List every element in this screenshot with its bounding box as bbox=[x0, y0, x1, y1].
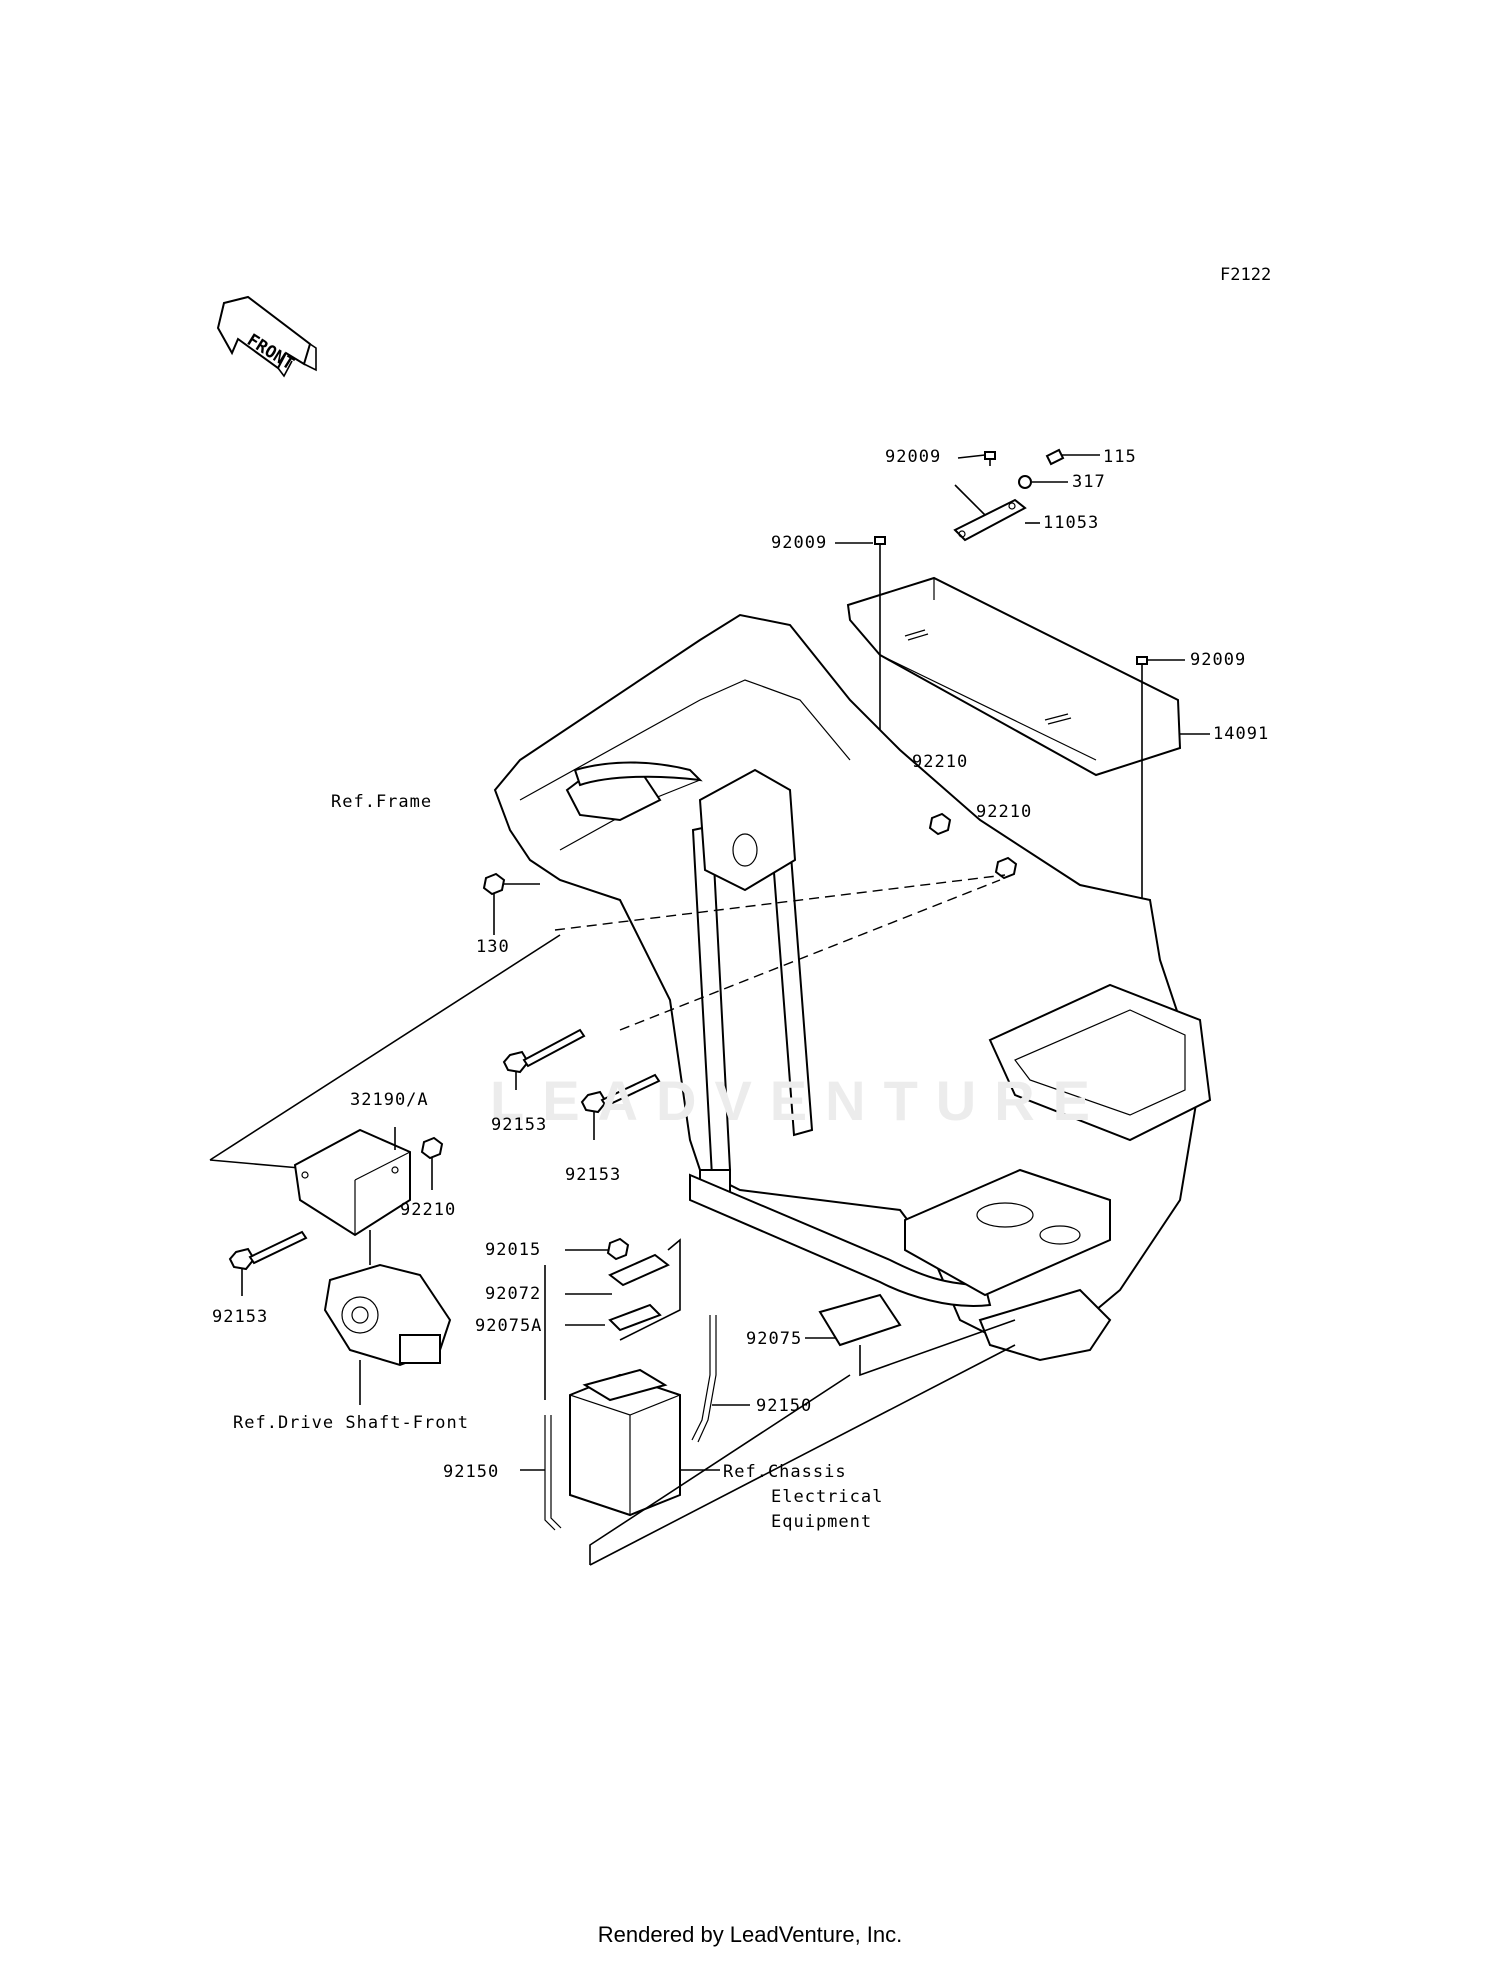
part-92153-b[interactable]: 92153 bbox=[565, 1165, 622, 1185]
ref-drive-shaft-front[interactable]: Ref.Drive Shaft-Front bbox=[233, 1413, 469, 1433]
part-11053[interactable]: 11053 bbox=[1043, 513, 1100, 533]
long-bolts-92153 bbox=[228, 1028, 661, 1296]
watermark: LEADVENTURE bbox=[490, 1069, 1109, 1132]
footer-credit: Rendered by LeadVenture, Inc. bbox=[597, 1922, 903, 1947]
part-92210-b[interactable]: 92210 bbox=[976, 802, 1033, 822]
part-92015[interactable]: 92015 bbox=[485, 1240, 542, 1260]
part-92150-a[interactable]: 92150 bbox=[756, 1396, 813, 1416]
ref-frame[interactable]: Ref.Frame bbox=[331, 792, 433, 812]
part-115[interactable]: 115 bbox=[1103, 447, 1137, 467]
part-92072[interactable]: 92072 bbox=[485, 1284, 542, 1304]
drive-shaft-front bbox=[323, 1263, 452, 1405]
part-317[interactable]: 317 bbox=[1072, 472, 1106, 492]
part-92009-top[interactable]: 92009 bbox=[885, 447, 942, 467]
bolt-130 bbox=[482, 872, 540, 935]
battery bbox=[520, 1265, 1016, 1566]
part-92075a[interactable]: 92075A bbox=[475, 1316, 543, 1336]
ref-chassis-line-1[interactable]: Ref.Chassis bbox=[723, 1462, 847, 1482]
part-92153-c[interactable]: 92153 bbox=[212, 1307, 269, 1327]
vehicle-frame bbox=[493, 613, 1212, 1362]
part-92150-b[interactable]: 92150 bbox=[443, 1462, 500, 1482]
battery-straps bbox=[565, 1237, 1016, 1377]
part-130[interactable]: 130 bbox=[476, 937, 510, 957]
part-32190-a[interactable]: 32190/A bbox=[350, 1090, 429, 1110]
part-92009-mid[interactable]: 92009 bbox=[771, 533, 828, 553]
bracket-hardware bbox=[874, 448, 1148, 671]
bracket-32190 bbox=[293, 1127, 444, 1265]
front-arrow-icon: FRONT bbox=[216, 295, 317, 378]
part-92075[interactable]: 92075 bbox=[746, 1329, 803, 1349]
diagram-code: F2122 bbox=[1220, 265, 1272, 285]
cover-plate bbox=[846, 576, 1182, 777]
part-14091[interactable]: 14091 bbox=[1213, 724, 1270, 744]
reference-lines bbox=[209, 874, 1006, 1169]
part-92210-a[interactable]: 92210 bbox=[912, 752, 969, 772]
ref-chassis-line-3[interactable]: Equipment bbox=[771, 1512, 873, 1532]
part-92210-c[interactable]: 92210 bbox=[400, 1200, 457, 1220]
part-92153-a[interactable]: 92153 bbox=[491, 1115, 548, 1135]
part-92009-right[interactable]: 92009 bbox=[1190, 650, 1247, 670]
ref-chassis-line-2[interactable]: Electrical bbox=[771, 1487, 884, 1507]
